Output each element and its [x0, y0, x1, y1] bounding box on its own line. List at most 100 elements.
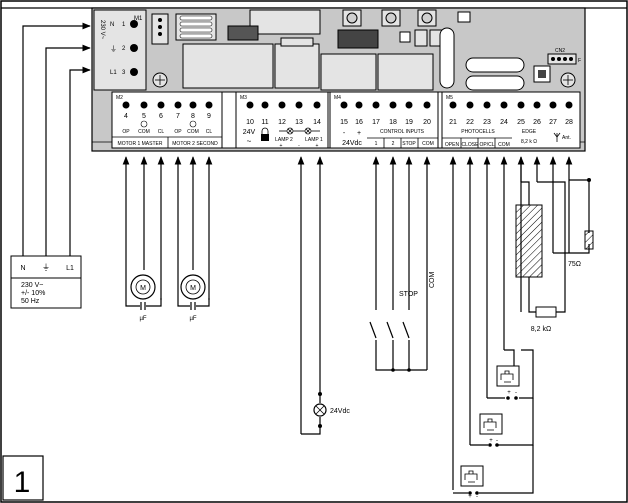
m5-label: M5 — [446, 95, 453, 101]
m3-num-11: 11 — [261, 119, 268, 126]
antenna: 75Ω — [549, 156, 594, 268]
antenna-label: Ant. — [562, 135, 571, 141]
input-2-label: 2 — [392, 141, 395, 147]
fuse-2 — [465, 57, 525, 73]
motor-1-capacitor: µF — [139, 316, 146, 322]
lock-icon — [261, 127, 269, 141]
m3-voltage-sub: ~ — [247, 137, 252, 146]
safety-edge: 8,2 kΩ — [515, 156, 566, 333]
m5-num-27: 27 — [549, 119, 557, 126]
safety-edge-strip — [515, 204, 543, 278]
m2-cl-1: CL — [158, 129, 165, 135]
edge-resistor-label: 8,2 kΩ — [531, 326, 551, 333]
m1-terminal-earth: ⏚ — [110, 45, 117, 53]
m1-terminal-n: N — [110, 22, 114, 28]
com-label: COM — [429, 272, 436, 289]
m5-num-26: 26 — [533, 119, 541, 126]
m4-num-16: 16 — [355, 119, 363, 126]
control-inputs-label: CONTROL INPUTS — [380, 129, 425, 135]
m2-num-8: 8 — [191, 113, 195, 120]
m2-cl-2: CL — [206, 129, 213, 135]
relay-1 — [182, 43, 274, 89]
mains-supply: N ⏚ L1 230 V~ +/- 10% 50 Hz — [10, 22, 91, 309]
m3-label: M3 — [240, 95, 247, 101]
photocell-1 — [496, 365, 520, 387]
m4-plus: + — [357, 130, 361, 137]
photocell-3 — [460, 465, 484, 487]
m2-num-6: 6 — [159, 113, 163, 120]
m2-label: M2 — [116, 95, 123, 101]
mains-frequency: 50 Hz — [21, 298, 40, 305]
m1-num-1: 1 — [122, 22, 126, 28]
photocell-3-minus: - — [476, 494, 478, 500]
m5-num-25: 25 — [517, 119, 525, 126]
lamp-2-label: LAMP 2 — [275, 137, 293, 143]
transformer-top — [249, 9, 321, 35]
input-1-label: 1 — [375, 141, 378, 147]
m5-num-22: 22 — [466, 119, 474, 126]
m1-voltage-label: 230 V~ — [99, 20, 105, 40]
m4-24vdc: 24Vdc — [342, 140, 362, 147]
m3-num-10: 10 — [246, 119, 254, 126]
motor-1-master-label: MOTOR 1 MASTER — [118, 141, 163, 147]
edge-resistor — [535, 306, 557, 318]
m5-num-21: 21 — [449, 119, 457, 126]
input-com-label: COM — [422, 141, 434, 147]
lamp-symbol-icon — [279, 127, 320, 135]
fuse-3 — [465, 75, 525, 91]
motor-1-symbol: M — [140, 285, 146, 292]
lamp-sign-3: + — [316, 143, 319, 149]
photocell-com-label: COM — [498, 142, 510, 148]
mains-voltage: 230 V~ — [21, 282, 43, 289]
mains-tolerance: +/- 10% — [21, 290, 45, 297]
ic-chip — [337, 29, 379, 49]
m4-num-18: 18 — [389, 119, 397, 126]
photocells: + - + - + - — [449, 156, 534, 500]
terminal-block-m5: M5 21 22 23 24 25 26 27 28 PHOTOCELLS ED… — [441, 91, 581, 149]
photocell-1-minus: - — [515, 390, 517, 396]
m3-num-12: 12 — [278, 119, 286, 126]
cn2-label: CN2 — [555, 48, 565, 54]
m2-num-5: 5 — [142, 113, 146, 120]
relay-4 — [377, 53, 434, 91]
mains-n: N — [20, 265, 25, 272]
m2-op-2: OP — [174, 129, 182, 135]
antenna-icon — [553, 132, 561, 142]
screw-icon — [560, 72, 576, 88]
mains-earth: ⏚ — [42, 263, 50, 272]
m1-terminal-l1: L1 — [110, 70, 117, 76]
mains-l1: L1 — [66, 265, 74, 272]
m2-com-1: COM — [138, 129, 150, 135]
m5-num-24: 24 — [500, 119, 508, 126]
m3-num-14: 14 — [313, 119, 321, 126]
motor-2: M µF — [174, 156, 213, 322]
m4-num-19: 19 — [405, 119, 413, 126]
terminal-block-m4: M4 15 16 17 18 19 20 - + 24Vdc CONTROL I… — [329, 91, 439, 149]
photocells-label: PHOTOCELLS — [461, 129, 495, 135]
m4-num-17: 17 — [372, 119, 380, 126]
fuse-1 — [439, 27, 455, 89]
relay-3 — [320, 53, 377, 91]
terminal-block-m2: M2 4 5 6 7 8 9 OP COM CL OP COM CL MOTOR… — [111, 91, 223, 149]
lamp-voltage-label: 24Vdc — [330, 408, 350, 415]
lamp-sign-2: - — [298, 143, 300, 149]
figure-number: 1 — [14, 466, 31, 499]
photocell-2 — [479, 413, 503, 435]
m4-num-20: 20 — [423, 119, 431, 126]
motor-2-second-label: MOTOR 2 SECOND — [172, 141, 218, 147]
control-board: CN2 F M1 230 V~ N ⏚ L1 1 2 3 — [91, 7, 586, 152]
m4-minus: - — [343, 130, 346, 137]
input-stop-label: STOP — [402, 141, 416, 147]
terminal-block-m1: M1 230 V~ N ⏚ L1 1 2 3 — [93, 9, 147, 91]
terminal-block-m3: M3 10 11 12 13 14 24V ~ LAMP 2 LAMP 1 — [235, 91, 329, 149]
m1-label: M1 — [134, 16, 143, 22]
m5-num-23: 23 — [483, 119, 491, 126]
screw-icon — [152, 72, 168, 88]
relay-2 — [274, 43, 320, 89]
antenna-resistor — [584, 230, 594, 250]
motor-1: M µF — [122, 156, 165, 322]
m4-num-15: 15 — [340, 119, 348, 126]
cn2-connector — [547, 53, 577, 65]
